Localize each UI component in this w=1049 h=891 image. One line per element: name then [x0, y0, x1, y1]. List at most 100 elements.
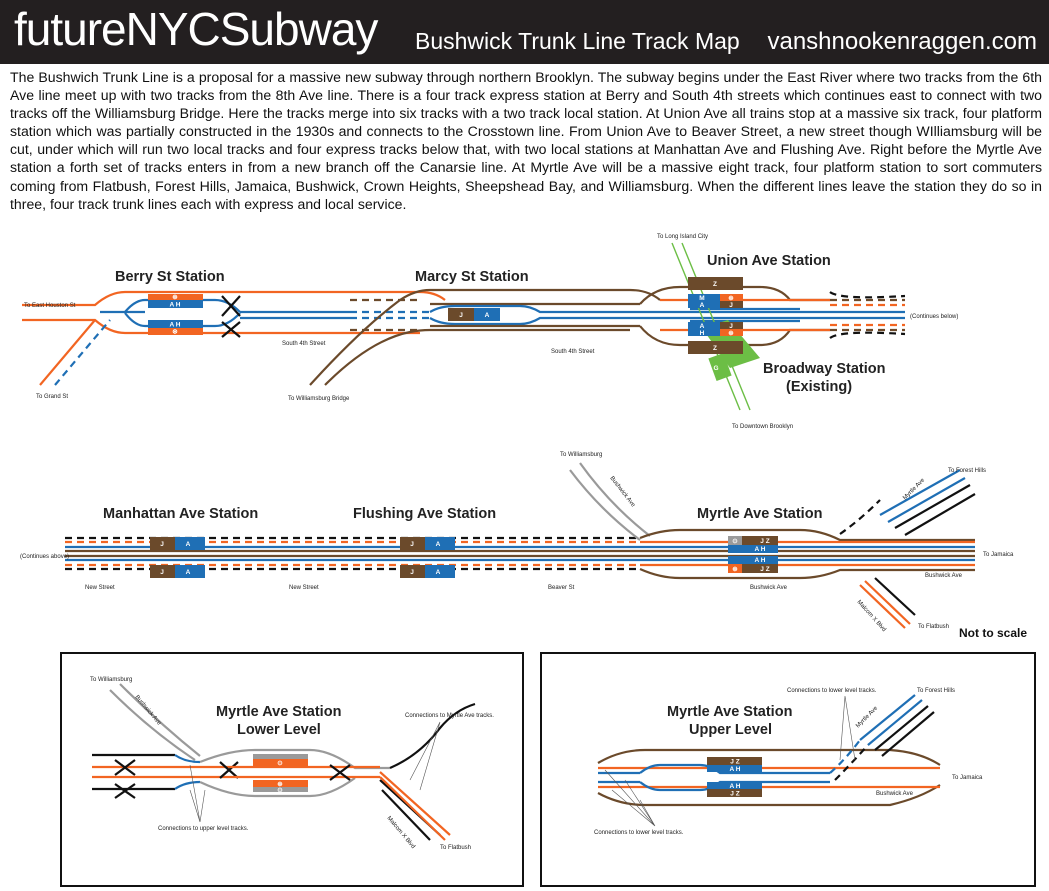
not-to-scale-note: Not to scale [959, 626, 1028, 640]
label-to-flatbush: To Flatbush [440, 845, 471, 851]
route-badge: J Z [730, 791, 739, 798]
platform [474, 308, 500, 321]
route-badge: J Z [760, 566, 769, 573]
label-myrtle-ave: Myrtle Ave [902, 477, 926, 501]
route-badge: ⊙ [277, 760, 283, 767]
label-bushwick-ave: Bushwick Ave [750, 585, 788, 591]
station-myrtle: Myrtle Ave Station [697, 506, 822, 522]
description-text: The Bushwich Trunk Line is a proposal fo… [10, 69, 1042, 212]
route-badge: J [160, 569, 164, 576]
platform [425, 565, 455, 578]
map-subtitle: Bushwick Trunk Line Track Map [415, 28, 740, 54]
label-south-4th: South 4th Street [551, 349, 595, 355]
route-badge: ⊙ [732, 538, 738, 545]
route-badge: A [436, 569, 441, 576]
label-wb-bridge: To Williamsburg Bridge [288, 396, 350, 402]
label-continues-below: (Continues below) [910, 314, 958, 320]
route-badge: M [699, 295, 704, 302]
upper-level-panel [540, 652, 1036, 887]
route-badge: J [459, 312, 463, 319]
label-new-street: New Street [289, 585, 319, 591]
label-connections-lower: Connections to lower level tracks. [787, 688, 877, 694]
station-manhattan: Manhattan Ave Station [103, 506, 258, 522]
platform [148, 320, 203, 328]
label-jamaica: To Jamaica [952, 775, 983, 781]
title-bar: futureNYCSubway Bushwick Trunk Line Trac… [0, 0, 1049, 64]
label-to-williamsburg: To Williamsburg [560, 452, 602, 458]
route-badge: A H [755, 557, 766, 564]
label-forest-hills: To Forest Hills [948, 468, 986, 474]
platform [400, 565, 425, 578]
platform [425, 537, 455, 550]
platform [148, 328, 203, 335]
station-flushing: Flushing Ave Station [353, 506, 496, 522]
station-myrtle-upper: Myrtle Ave Station [667, 704, 792, 720]
route-badge: ⊛ [728, 330, 734, 337]
site-brand: futureNYCSubway [14, 3, 378, 55]
route-badge: A H [730, 766, 741, 773]
route-badge: A H [755, 546, 766, 553]
platform [150, 565, 175, 578]
station-broadway-existing: (Existing) [786, 379, 852, 395]
station-upper-level: Upper Level [689, 722, 772, 738]
label-forest-hills: To Forest Hills [917, 688, 955, 694]
platform [448, 308, 474, 321]
label-to-williamsburg: To Williamsburg [90, 677, 132, 683]
label-continues-above: (Continues above) [20, 554, 69, 560]
label-connections-myrtle: Connections to Myrtle Ave tracks. [405, 713, 494, 719]
route-badge: A [186, 569, 191, 576]
route-badge: J [729, 302, 733, 309]
route-badge: Z [713, 345, 717, 352]
route-badge: Z [713, 281, 717, 288]
route-badge: J [160, 541, 164, 548]
label-beaver-st: Beaver St [548, 585, 575, 591]
route-badge: A [700, 302, 705, 309]
label-bushwick-ave: Bushwick Ave [925, 573, 963, 579]
site-url: vanshnookenraggen.com [767, 28, 1037, 55]
label-jamaica: To Jamaica [983, 552, 1014, 558]
label-new-street: New Street [85, 585, 115, 591]
station-berry: Berry St Station [115, 269, 225, 285]
route-badge: ⊛ [728, 295, 734, 302]
route-badge: ⊛ [732, 566, 738, 573]
platform [175, 537, 205, 550]
label-bushwick-ave: Bushwick Ave [133, 694, 162, 727]
label-east-houston: To East Houston St [24, 303, 76, 309]
lower-level-panel [60, 652, 524, 887]
station-myrtle-lower: Myrtle Ave Station [216, 704, 341, 720]
label-connections-upper: Connections to upper level tracks. [158, 826, 249, 832]
route-badge: J [410, 569, 414, 576]
label-downtown: To Downtown Brooklyn [732, 424, 793, 430]
route-badge: A [485, 312, 490, 319]
route-badge: ⊙ [277, 787, 283, 794]
route-badge: H [700, 330, 705, 337]
label-bushwick-ave: Bushwick Ave [876, 791, 914, 797]
platform [688, 277, 743, 290]
platform [688, 341, 743, 354]
label-lic: To Long Island City [657, 234, 708, 240]
label-flatbush: To Flatbush [918, 624, 949, 630]
station-broadway: Broadway Station [763, 361, 885, 377]
platform [150, 537, 175, 550]
platform [148, 294, 203, 300]
route-badge: ⊛ [172, 329, 178, 336]
route-badge: A H [170, 322, 181, 329]
route-badge: A [436, 541, 441, 548]
route-badge: J Z [730, 759, 739, 766]
station-union: Union Ave Station [707, 253, 831, 269]
route-badge: A H [730, 783, 741, 790]
label-connections-lower: Connections to lower level tracks. [594, 830, 684, 836]
route-badge: J Z [760, 538, 769, 545]
label-south-4th: South 4th Street [282, 341, 326, 347]
label-grand-st: To Grand St [36, 394, 68, 400]
platform [400, 537, 425, 550]
route-badge: A [700, 323, 705, 330]
platform [148, 300, 203, 308]
route-badge: A [186, 541, 191, 548]
station-marcy: Marcy St Station [415, 269, 529, 285]
g-route-badge: G [713, 365, 718, 372]
label-malcolm-x: Malcom X Blvd [856, 599, 887, 633]
platform [175, 565, 205, 578]
route-badge: J [729, 323, 733, 330]
